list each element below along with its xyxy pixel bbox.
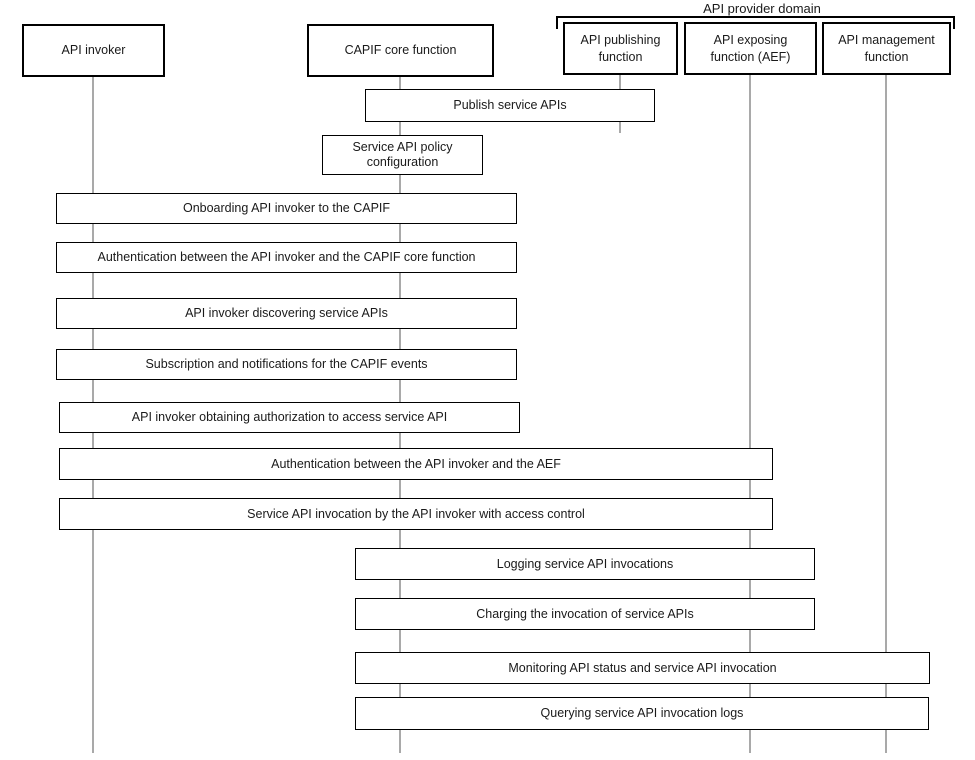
provider-domain-bracket-right-tick: [953, 16, 955, 29]
event-label: Logging service API invocations: [496, 556, 674, 571]
participant-box-capif-core-function: CAPIF core function: [307, 24, 494, 77]
participant-label: API publishing function: [580, 33, 661, 64]
event-box-logging-invocations: Logging service API invocations: [355, 548, 815, 580]
lifeline-api-management-function: [885, 75, 887, 753]
event-label: Service API invocation by the API invoke…: [247, 506, 585, 521]
provider-domain-label: API provider domain: [703, 1, 821, 16]
event-box-subscription-notifications: Subscription and notifications for the C…: [56, 349, 517, 380]
event-box-discovering-service-apis: API invoker discovering service APIs: [56, 298, 517, 329]
event-label: Onboarding API invoker to the CAPIF: [182, 201, 391, 215]
participant-label: API exposing function (AEF): [710, 33, 791, 64]
participant-box-api-invoker: API invoker: [22, 24, 165, 77]
participant-box-api-publishing-function: API publishing function: [563, 22, 678, 75]
event-box-service-api-invocation: Service API invocation by the API invoke…: [59, 498, 773, 530]
event-box-obtaining-authorization: API invoker obtaining authorization to a…: [59, 402, 520, 433]
event-box-onboarding-api-invoker: Onboarding API invoker to the CAPIF: [56, 193, 517, 224]
lifeline-api-exposing-function: [749, 75, 751, 753]
event-box-authentication-capif-core: Authentication between the API invoker a…: [56, 242, 517, 273]
event-label: API invoker obtaining authorization to a…: [131, 410, 448, 424]
participant-box-api-management-function: API management function: [822, 22, 951, 75]
event-box-publish-service-apis: Publish service APIs: [365, 89, 655, 122]
event-label: Service API policy configuration: [352, 140, 453, 169]
event-label: Querying service API invocation logs: [540, 706, 744, 720]
provider-domain-bracket-left-tick: [556, 16, 558, 29]
event-box-querying-invocation-logs: Querying service API invocation logs: [355, 697, 929, 730]
event-box-charging-invocations: Charging the invocation of service APIs: [355, 598, 815, 630]
event-label: Authentication between the API invoker a…: [271, 456, 561, 471]
participant-label: API invoker: [61, 43, 126, 58]
event-label: Charging the invocation of service APIs: [476, 606, 694, 621]
event-label: Authentication between the API invoker a…: [97, 250, 476, 264]
event-label: Monitoring API status and service API in…: [508, 660, 777, 675]
provider-domain-bracket-line: [556, 16, 955, 18]
event-label: API invoker discovering service APIs: [185, 306, 388, 320]
participant-label: API management function: [838, 33, 935, 64]
event-box-monitoring-api-status: Monitoring API status and service API in…: [355, 652, 930, 684]
event-box-authentication-aef: Authentication between the API invoker a…: [59, 448, 773, 480]
event-label: Publish service APIs: [453, 98, 567, 112]
event-label: Subscription and notifications for the C…: [145, 357, 428, 371]
event-box-service-api-policy-configuration: Service API policy configuration: [322, 135, 483, 175]
participant-label: CAPIF core function: [344, 43, 457, 58]
participant-box-api-exposing-function: API exposing function (AEF): [684, 22, 817, 75]
